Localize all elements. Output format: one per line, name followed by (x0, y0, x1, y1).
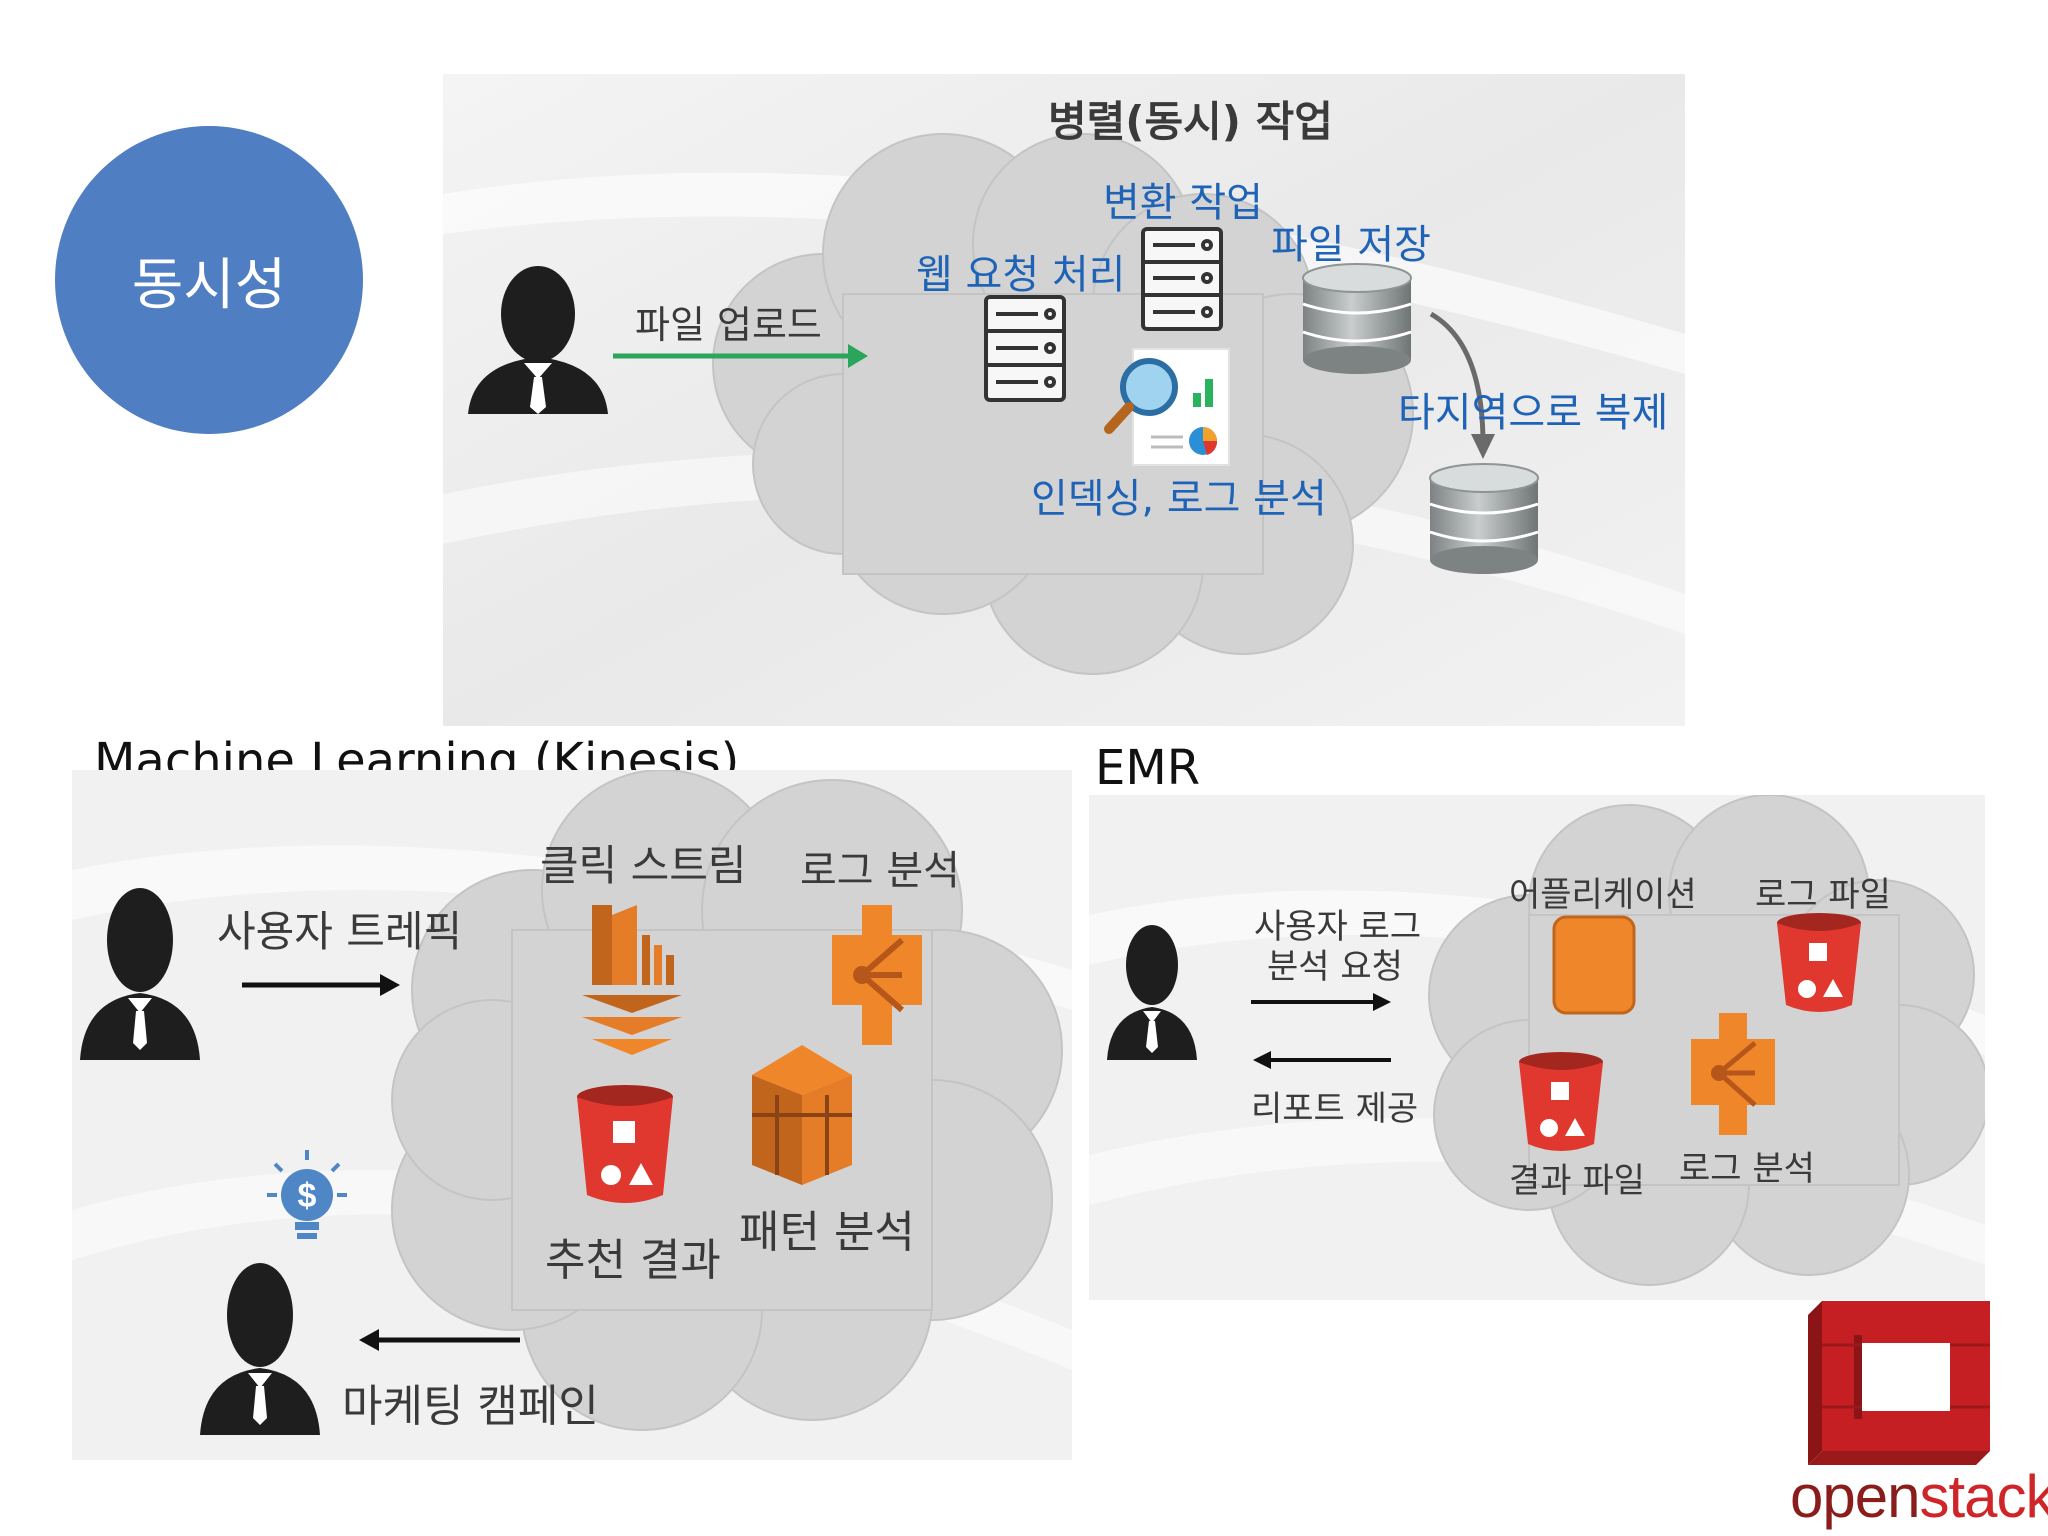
database-icon (1302, 263, 1412, 374)
analytics-icon (1104, 348, 1230, 466)
openstack-logo-mark (1808, 1301, 1990, 1465)
replicate-arrow (1429, 311, 1495, 459)
marketing-arrow (359, 1329, 520, 1351)
web-request-label: 웹 요청 처리 (916, 252, 1126, 298)
report-label: 리포트 제공 (1251, 1089, 1419, 1129)
log-analysis-icon (1691, 1013, 1775, 1135)
application-icon (1552, 915, 1636, 1015)
user-icon (1107, 925, 1197, 1060)
pattern-analysis-icon (752, 1045, 852, 1185)
traffic-arrow (242, 974, 400, 996)
server-icon (1141, 227, 1223, 331)
index-label: 인덱싱, 로그 분석 (1031, 476, 1327, 522)
server-icon (984, 295, 1066, 402)
emr-heading: EMR (1095, 740, 1201, 796)
report-arrow (1253, 1051, 1391, 1069)
clickstream-label: 클릭 스트림 (540, 841, 747, 890)
upload-arrow (613, 344, 868, 368)
bucket-icon (1777, 913, 1861, 1012)
transform-label: 변환 작업 (1103, 180, 1263, 226)
marketing-label: 마케팅 캠페인 (342, 1381, 599, 1432)
user-icon (468, 266, 608, 414)
logfile-label: 로그 파일 (1755, 875, 1891, 915)
storage-label: 파일 저장 (1271, 222, 1431, 268)
log-analysis-label: 로그 분석 (1679, 1149, 1815, 1189)
kinesis-icon (582, 905, 682, 1055)
openstack-logo (1800, 1295, 2000, 1470)
replicate-label: 타지역으로 복제 (1398, 390, 1669, 436)
badge-label: 동시성 (131, 252, 287, 318)
recommend-label: 추천 결과 (545, 1235, 721, 1286)
request-label-line1: 사용자 로그 (1254, 907, 1422, 947)
ml-panel: $ 사용자 트레픽 클릭 스트림 로그 분석 추천 결과 패턴 분석 마케팅 캠… (72, 770, 1072, 1460)
user-icon (80, 888, 200, 1060)
application-label: 어플리케이션 (1509, 875, 1697, 915)
request-arrow (1251, 993, 1391, 1011)
upload-label: 파일 업로드 (635, 303, 822, 347)
lightbulb-icon: $ (267, 1150, 347, 1239)
log-analysis-label: 로그 분석 (800, 848, 960, 894)
database-icon (1429, 463, 1539, 574)
pattern-label: 패턴 분석 (739, 1207, 915, 1258)
bucket-icon (577, 1085, 673, 1203)
ml-diagram: $ (72, 770, 1072, 1460)
request-label-line2: 분석 요청 (1267, 947, 1403, 987)
result-file-label: 결과 파일 (1509, 1161, 1645, 1201)
log-analysis-icon (832, 905, 922, 1045)
user-icon (200, 1263, 320, 1435)
concurrency-badge: 동시성 (55, 126, 363, 434)
openstack-wordmark: openstack™ (1790, 1463, 2048, 1530)
bucket-icon (1519, 1052, 1603, 1151)
emr-diagram (1089, 795, 1985, 1300)
parallel-work-panel: 병렬(동시) 작업 파일 업로드 변환 작업 웹 요청 처리 파일 저장 타지역… (443, 74, 1685, 726)
parallel-work-diagram (443, 74, 1685, 726)
svg-text:$: $ (298, 1177, 317, 1215)
traffic-label: 사용자 트레픽 (217, 907, 463, 956)
panel-title: 병렬(동시) 작업 (1048, 97, 1333, 146)
emr-panel: 사용자 로그 분석 요청 리포트 제공 어플리케이션 로그 파일 결과 파일 로… (1089, 795, 1985, 1300)
